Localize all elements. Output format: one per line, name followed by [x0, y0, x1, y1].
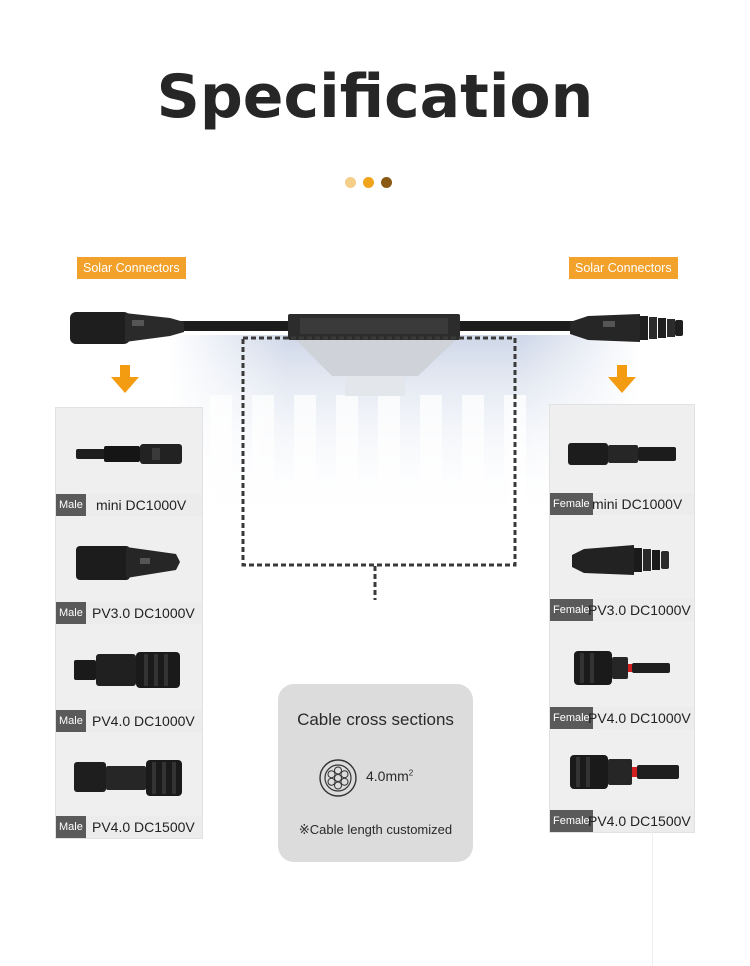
right-connector-icon — [570, 314, 683, 342]
cable-cross-section-icon — [319, 759, 357, 797]
gender-label: Female — [550, 707, 593, 729]
gender-label: Male — [56, 494, 86, 516]
connector-name: PV4.0 DC1500V — [588, 813, 691, 829]
left-connector-icon — [70, 312, 184, 344]
cable-size-text: 4.0mm — [366, 768, 409, 784]
cable-cross-section-card: Cable cross sections 4.0mm2 ※Cable lengt… — [278, 684, 473, 862]
connector-name: PV3.0 DC1000V — [588, 602, 691, 618]
decor-dot-2 — [363, 177, 374, 188]
cable-size-value: 4.0mm2 — [366, 768, 413, 784]
list-item: Male PV4.0 DC1000V — [56, 624, 202, 732]
list-item: Female mini DC1000V — [550, 405, 694, 515]
list-item: Female PV3.0 DC1000V — [550, 515, 694, 621]
arrow-down-right-icon — [608, 365, 636, 393]
arrow-down-left-icon — [111, 365, 139, 393]
gender-label: Female — [550, 493, 593, 515]
mini-female-connector-icon — [568, 443, 676, 465]
pv30-male-connector-icon — [76, 546, 180, 580]
connector-name: PV4.0 DC1500V — [92, 819, 195, 835]
list-item: Male mini DC1000V — [56, 408, 202, 516]
list-item: Female PV4.0 DC1500V — [550, 729, 694, 832]
gender-label: Female — [550, 599, 593, 621]
right-connector-list: Female mini DC1000V Female PV3.0 DC1000V… — [549, 404, 695, 833]
connector-name: mini DC1000V — [592, 496, 683, 512]
mini-male-connector-icon — [76, 444, 182, 464]
tag-left-solar-connectors: Solar Connectors — [77, 257, 186, 279]
divider-line — [652, 830, 653, 966]
pv30-female-connector-icon — [572, 545, 669, 575]
connector-name: PV4.0 DC1000V — [588, 710, 691, 726]
connector-name: PV3.0 DC1000V — [92, 605, 195, 621]
decor-dot-1 — [345, 177, 356, 188]
pv40-female-connector-icon — [574, 651, 670, 685]
list-item: Male PV3.0 DC1000V — [56, 516, 202, 624]
connector-name: mini DC1000V — [96, 497, 187, 513]
gender-label: Female — [550, 810, 593, 832]
gender-label: Male — [56, 710, 86, 732]
gender-label: Male — [56, 816, 86, 838]
cable-card-title: Cable cross sections — [297, 710, 454, 729]
list-item: Female PV4.0 DC1000V — [550, 621, 694, 729]
left-connector-list: Male mini DC1000V Male PV3.0 DC1000V Mal… — [55, 407, 203, 839]
dashed-callout — [241, 336, 517, 567]
decor-dot-3 — [381, 177, 392, 188]
cable-length-note: ※Cable length customized — [298, 822, 453, 837]
connector-name: PV4.0 DC1000V — [92, 713, 195, 729]
tag-right-solar-connectors: Solar Connectors — [569, 257, 678, 279]
cable-size-superscript: 2 — [408, 768, 414, 778]
list-item: Male PV4.0 DC1500V — [56, 732, 202, 838]
pv40-1500v-female-connector-icon — [570, 755, 679, 789]
page-title: Specification — [156, 62, 594, 132]
pv40-1500v-male-connector-icon — [74, 760, 182, 796]
pv40-male-connector-icon — [74, 652, 180, 688]
gender-label: Male — [56, 602, 86, 624]
